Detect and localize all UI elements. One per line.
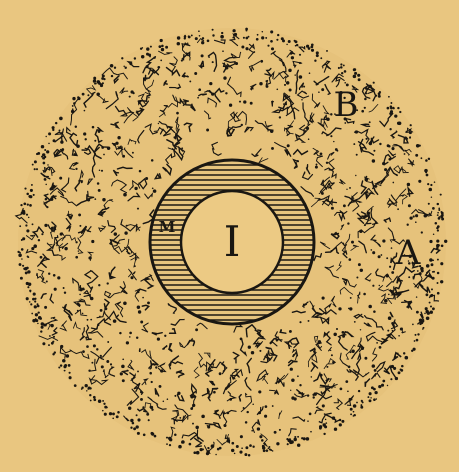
label-ring: M [159, 218, 176, 236]
label-outer-top: B [334, 85, 359, 125]
label-inner: I [224, 217, 241, 266]
label-outer-right: A [395, 233, 421, 273]
